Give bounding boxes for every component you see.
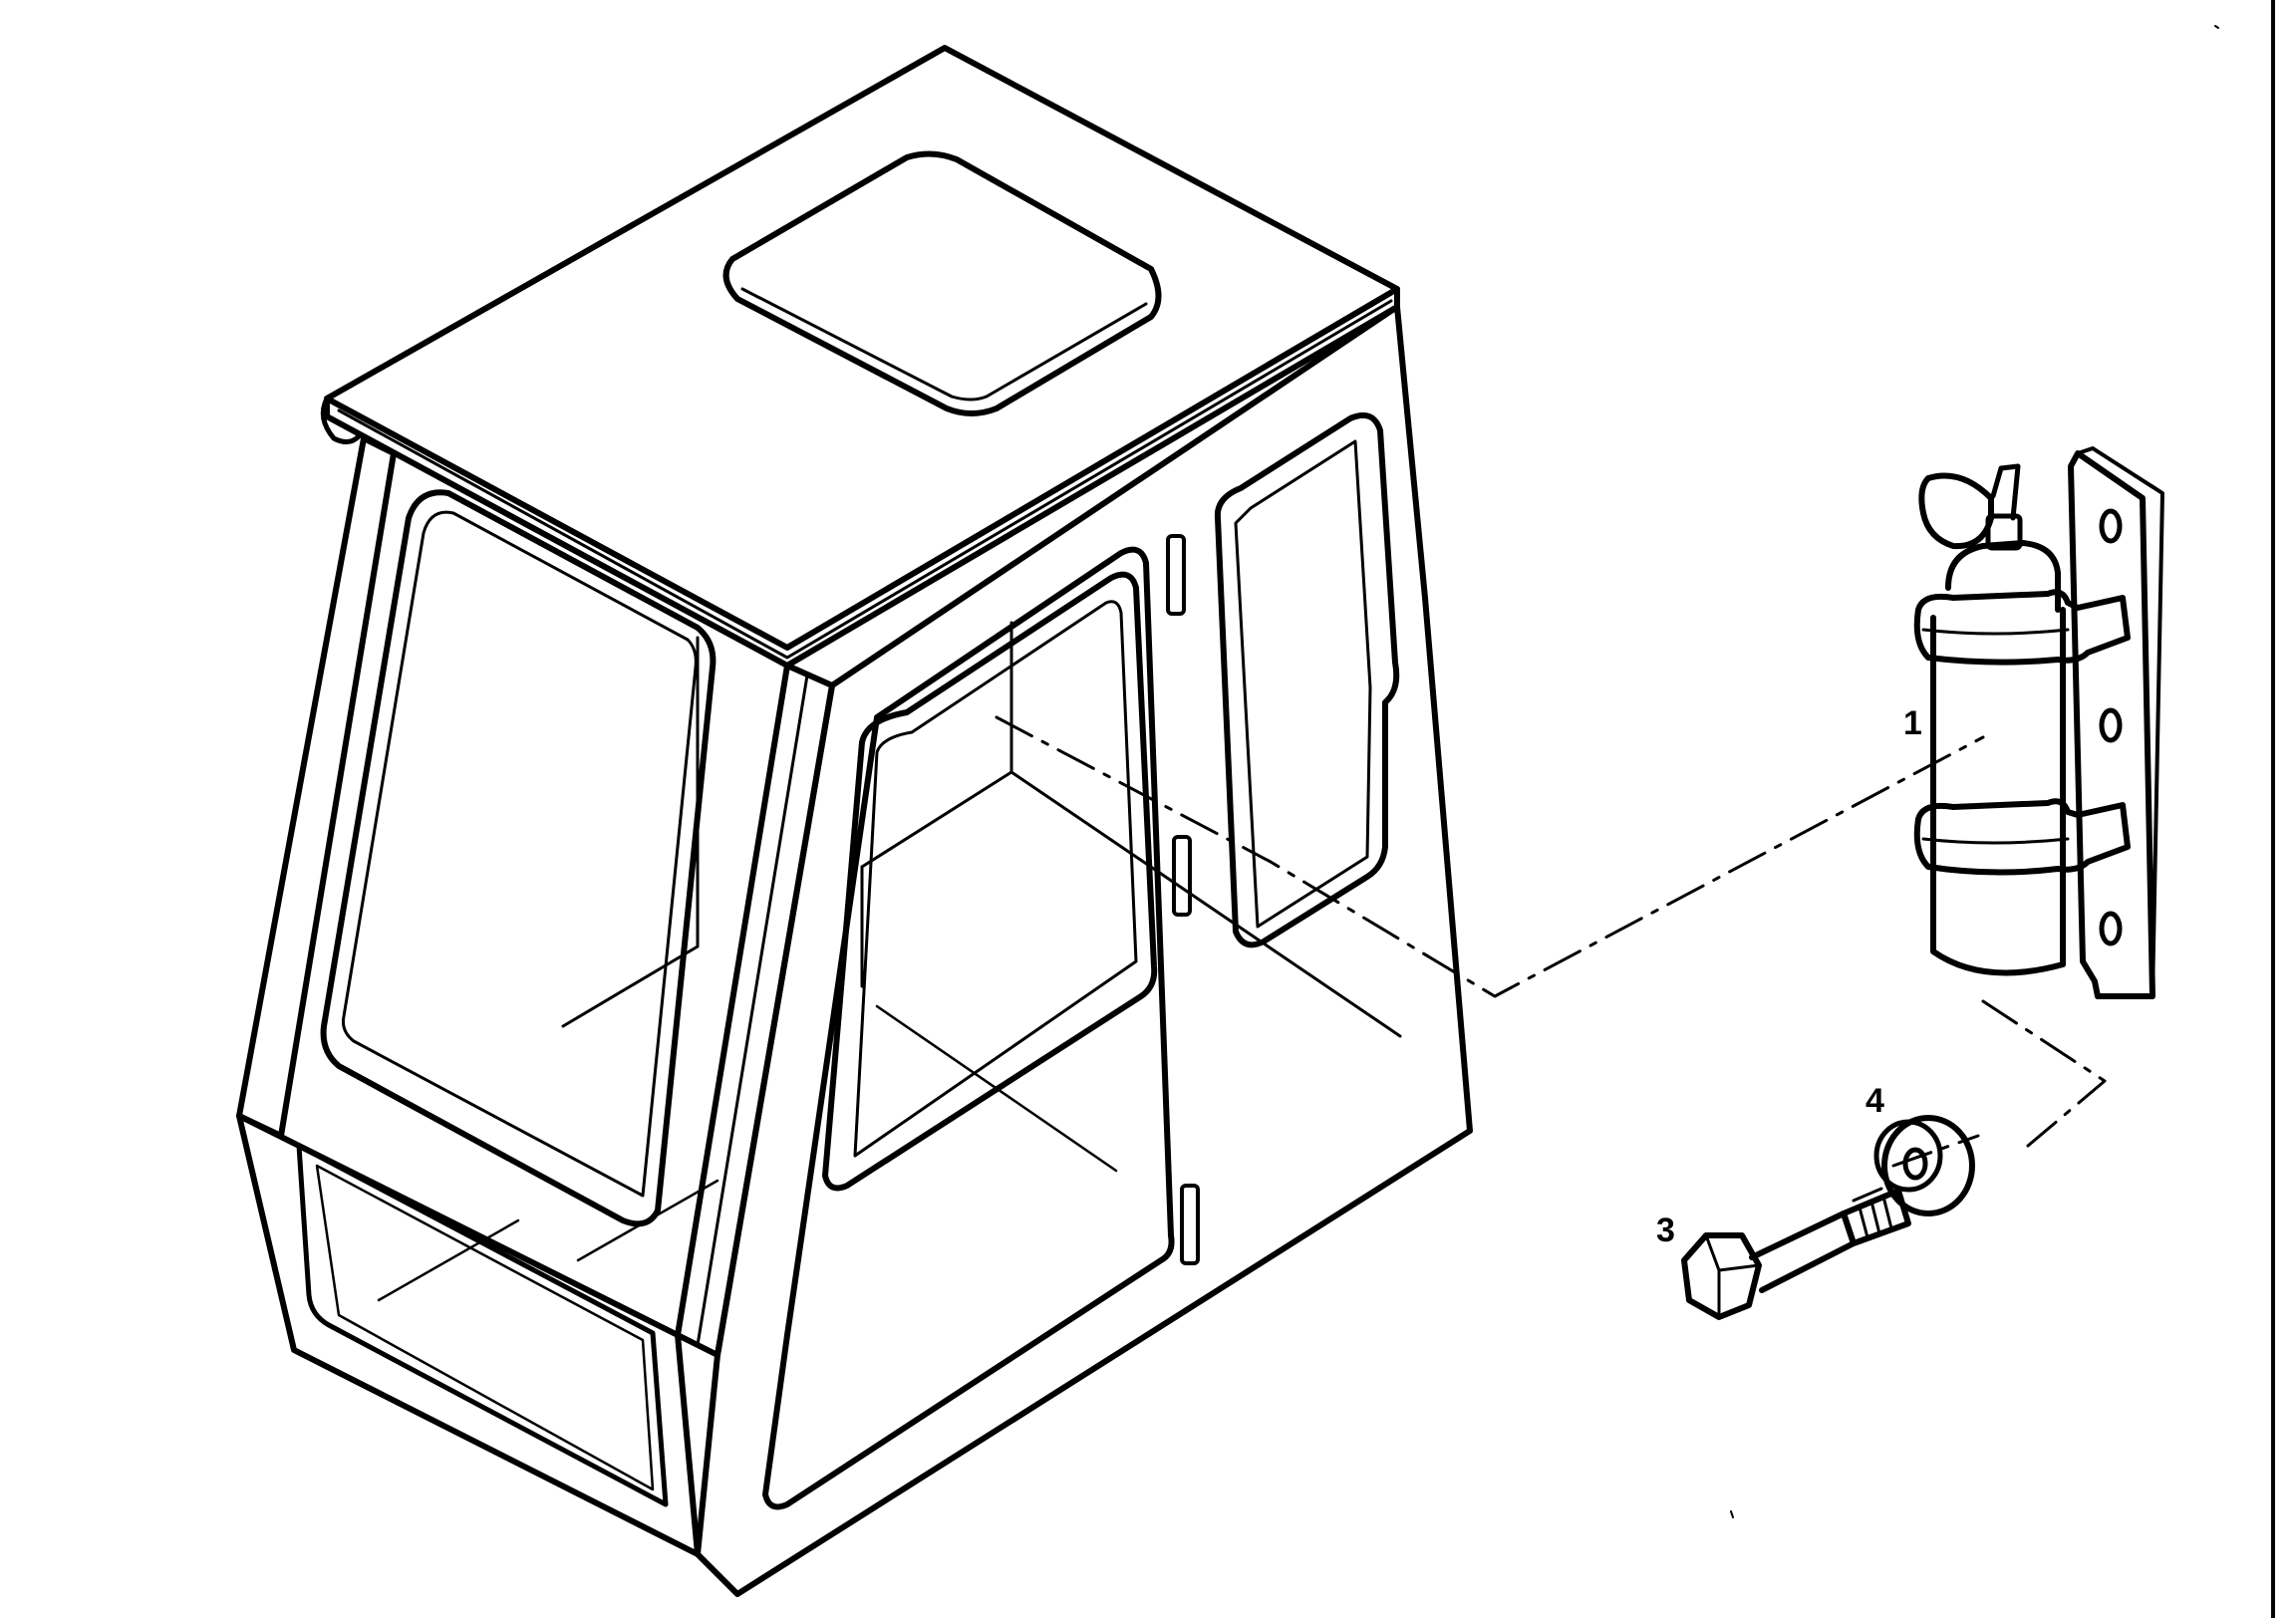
plate-hole-bottom xyxy=(2099,911,2123,946)
cab-right-side xyxy=(695,304,1473,1597)
door-hinge-top xyxy=(1166,534,1186,616)
callout-part-3: 3 xyxy=(1656,1212,1675,1249)
operator-cab xyxy=(236,45,1473,1597)
plate-hole-middle xyxy=(2099,707,2123,743)
extinguisher-nozzle-icon xyxy=(1918,472,1994,550)
door-hinge-bottom xyxy=(1180,1184,1200,1265)
cab-lower-front-panel xyxy=(236,1113,701,1557)
upper-strap xyxy=(1913,589,2131,666)
cab-front-left-pillar xyxy=(236,435,397,1139)
valve-handle xyxy=(1990,463,2021,521)
door-window xyxy=(822,571,1158,1192)
door-hinge-middle xyxy=(1172,835,1192,917)
callout-part-1: 1 xyxy=(1903,704,1922,742)
scan-specks xyxy=(1730,25,2219,1518)
mounting-plate xyxy=(2068,450,2155,999)
rear-side-window xyxy=(1214,412,1400,948)
extinguisher-cylinder xyxy=(1930,607,2066,976)
front-windshield xyxy=(320,489,717,1227)
roof-hatch xyxy=(722,150,1162,416)
cab-door xyxy=(762,546,1175,1510)
cab-roof xyxy=(324,45,1400,651)
callout-part-4: 4 xyxy=(1866,1082,1884,1120)
washer-icon xyxy=(1873,1115,1975,1216)
plate-hole-top xyxy=(2099,508,2123,544)
fire-extinguisher-assembly xyxy=(1913,446,2164,999)
lower-strap xyxy=(1913,798,2131,876)
hex-bolt-icon xyxy=(1681,1188,1911,1320)
